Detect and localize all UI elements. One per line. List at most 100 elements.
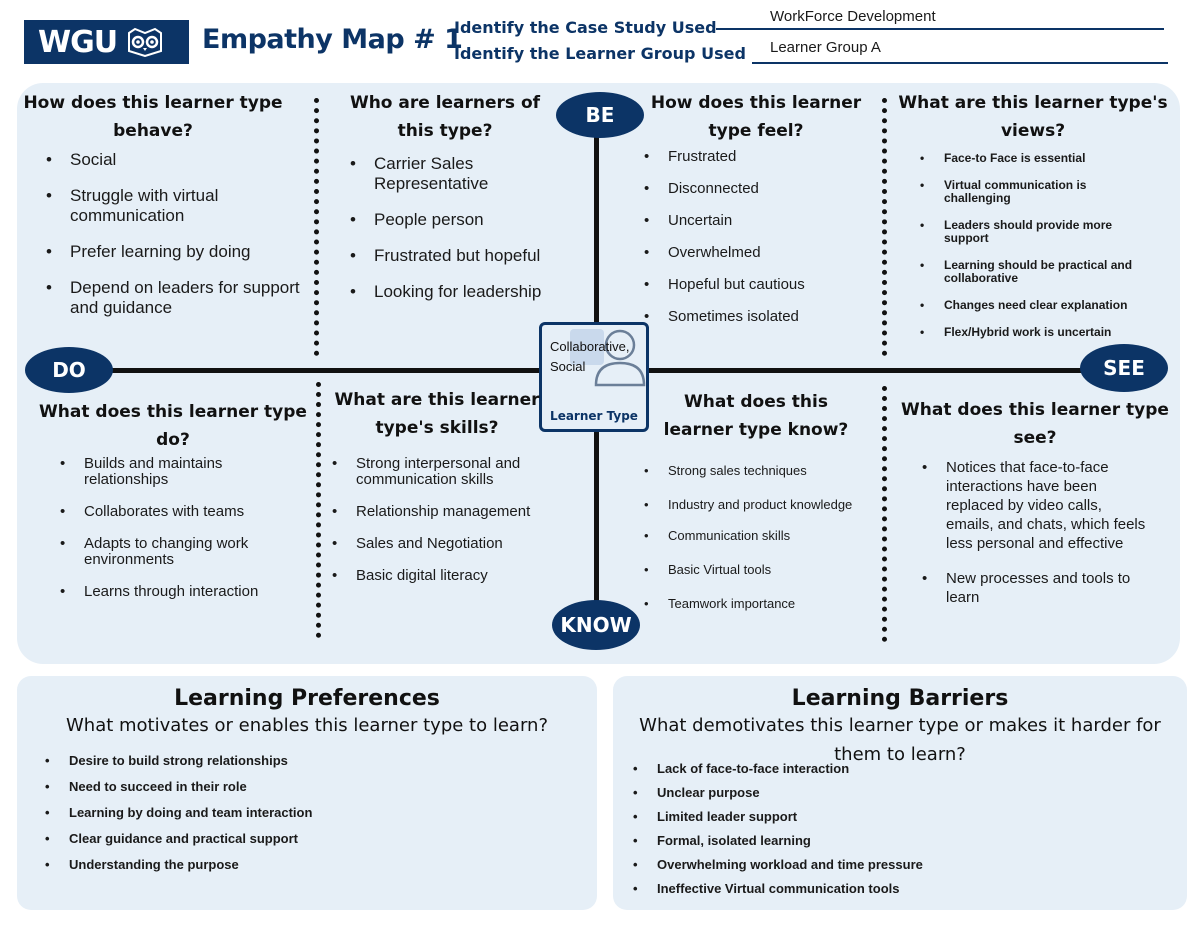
feel-heading: How does this learner type feel? [650,89,862,145]
list-item: Lack of face-to-face interaction [631,762,1151,777]
learner-group-label: Identify the Learner Group Used [454,44,746,63]
list-item: Industry and product knowledge [642,498,862,511]
know-heading: What does this learner type know? [656,388,856,444]
do-label: DO [25,347,113,393]
views-heading-line2: views? [1000,121,1066,141]
list-item: Need to succeed in their role [43,780,563,795]
learner-type-text-line1: Collaborative, [550,339,630,354]
case-study-underline [716,28,1164,30]
see-heading-line2: see? [1013,428,1057,448]
feel-heading-line1: How does this learner [650,93,862,113]
list-item: Carrier Sales Representative [348,154,588,194]
list-item: Collaborates with teams [58,504,304,521]
list-item: Disconnected [642,181,872,198]
list-item: Flex/Hybrid work is uncertain [918,326,1150,340]
see-label: SEE [1080,344,1168,392]
know-label: KNOW [552,600,640,650]
list-item: Strong sales techniques [642,464,862,477]
learner-type-card: Collaborative, Social Learner Type [539,322,649,432]
learner-group-underline [752,62,1168,64]
page-title: Empathy Map # 1 [202,24,463,55]
list-item: Face-to Face is essential [918,152,1150,166]
know-heading-line2: learner type know? [663,420,849,440]
case-study-value[interactable]: WorkForce Development [770,8,936,25]
behave-list: Social Struggle with virtual communicati… [44,150,306,334]
list-item: Unclear purpose [631,786,1151,801]
list-item: Learning by doing and team interaction [43,806,563,821]
learner-type-label: Learner Type [550,409,638,423]
barriers-subtitle: What demotivates this learner type or ma… [639,715,1161,765]
feel-heading-line2: type feel? [708,121,804,141]
list-item: Uncertain [642,213,872,230]
wgu-logo: WGU [24,20,189,64]
barriers-list: Lack of face-to-face interaction Unclear… [631,762,1151,906]
divider-bottom-left [316,382,321,638]
do-list: Builds and maintains relationships Colla… [58,456,304,616]
see-heading-line1: What does this learner type [901,400,1169,420]
list-item: Builds and maintains relationships [58,456,304,488]
list-item: Notices that face-to-face interactions h… [920,458,1150,553]
list-item: Leaders should provide more support [918,219,1150,245]
learner-group-value[interactable]: Learner Group A [770,39,881,56]
list-item: Struggle with virtual communication [44,186,306,226]
skills-heading: What are this learner type's skills? [330,386,544,442]
who-list: Carrier Sales Representative People pers… [348,154,588,318]
views-heading-line1: What are this learner type's [898,93,1168,113]
list-item: Learning should be practical and collabo… [918,259,1150,285]
who-heading-line2: this type? [397,121,493,141]
learner-type-text: Collaborative, Social [550,337,630,377]
divider-top-right [882,98,887,356]
list-item: Teamwork importance [642,597,862,610]
behave-heading: How does this learner type behave? [22,89,284,145]
know-heading-line1: What does this [684,392,828,412]
list-item: Adapts to changing work environments [58,536,304,568]
list-item: Desire to build strong relationships [43,754,563,769]
list-item: Frustrated but hopeful [348,246,588,266]
do-heading-line2: do? [156,430,190,450]
list-item: Formal, isolated learning [631,834,1151,849]
see-heading: What does this learner type see? [900,396,1170,452]
skills-heading-line1: What are this learner [334,390,540,410]
list-item: Virtual communication is challenging [918,179,1150,205]
behave-heading-line1: How does this learner type [23,93,283,113]
views-heading: What are this learner type's views? [896,89,1170,145]
logo-text: WGU [38,24,118,60]
do-heading: What does this learner type do? [38,398,308,454]
list-item: Limited leader support [631,810,1151,825]
behave-heading-line2: behave? [113,121,193,141]
list-item: Frustrated [642,149,872,166]
know-list: Strong sales techniques Industry and pro… [642,464,862,624]
preferences-list: Desire to build strong relationships Nee… [43,754,563,873]
who-heading: Who are learners of this type? [340,89,550,145]
list-item: Hopeful but cautious [642,277,872,294]
divider-top-left [314,98,319,356]
list-item: People person [348,210,588,230]
feel-list: Frustrated Disconnected Uncertain Overwh… [642,149,872,341]
divider-bottom-right [882,386,887,642]
list-item: Depend on leaders for support and guidan… [44,278,306,318]
learning-barriers-panel: Learning Barriers What demotivates this … [613,676,1187,910]
skills-heading-line2: type's skills? [375,418,499,438]
list-item: Overwhelmed [642,245,872,262]
do-heading-line1: What does this learner type [39,402,307,422]
list-item: Overwhelming workload and time pressure [631,858,1151,873]
who-heading-line1: Who are learners of [349,93,541,113]
person-icon [560,327,646,394]
learning-preferences-panel: Learning Preferences What motivates or e… [17,676,597,910]
list-item: Basic digital literacy [330,568,540,585]
preferences-subtitle: What motivates or enables this learner t… [65,715,549,736]
list-item: Ineffective Virtual communication tools [631,882,1151,897]
list-item: Social [44,150,306,170]
list-item: Communication skills [642,529,862,542]
list-item: Sometimes isolated [642,309,872,326]
list-item: Prefer learning by doing [44,242,306,262]
preferences-title: Learning Preferences [174,686,440,711]
list-item: Relationship management [330,504,540,521]
be-label: BE [556,92,644,138]
list-item: Understanding the purpose [43,858,563,873]
list-item: Clear guidance and practical support [43,832,563,847]
see-list: Notices that face-to-face interactions h… [920,458,1150,623]
list-item: Learns through interaction [58,584,304,601]
list-item: Basic Virtual tools [642,563,862,576]
views-list: Face-to Face is essential Virtual commun… [918,152,1150,353]
